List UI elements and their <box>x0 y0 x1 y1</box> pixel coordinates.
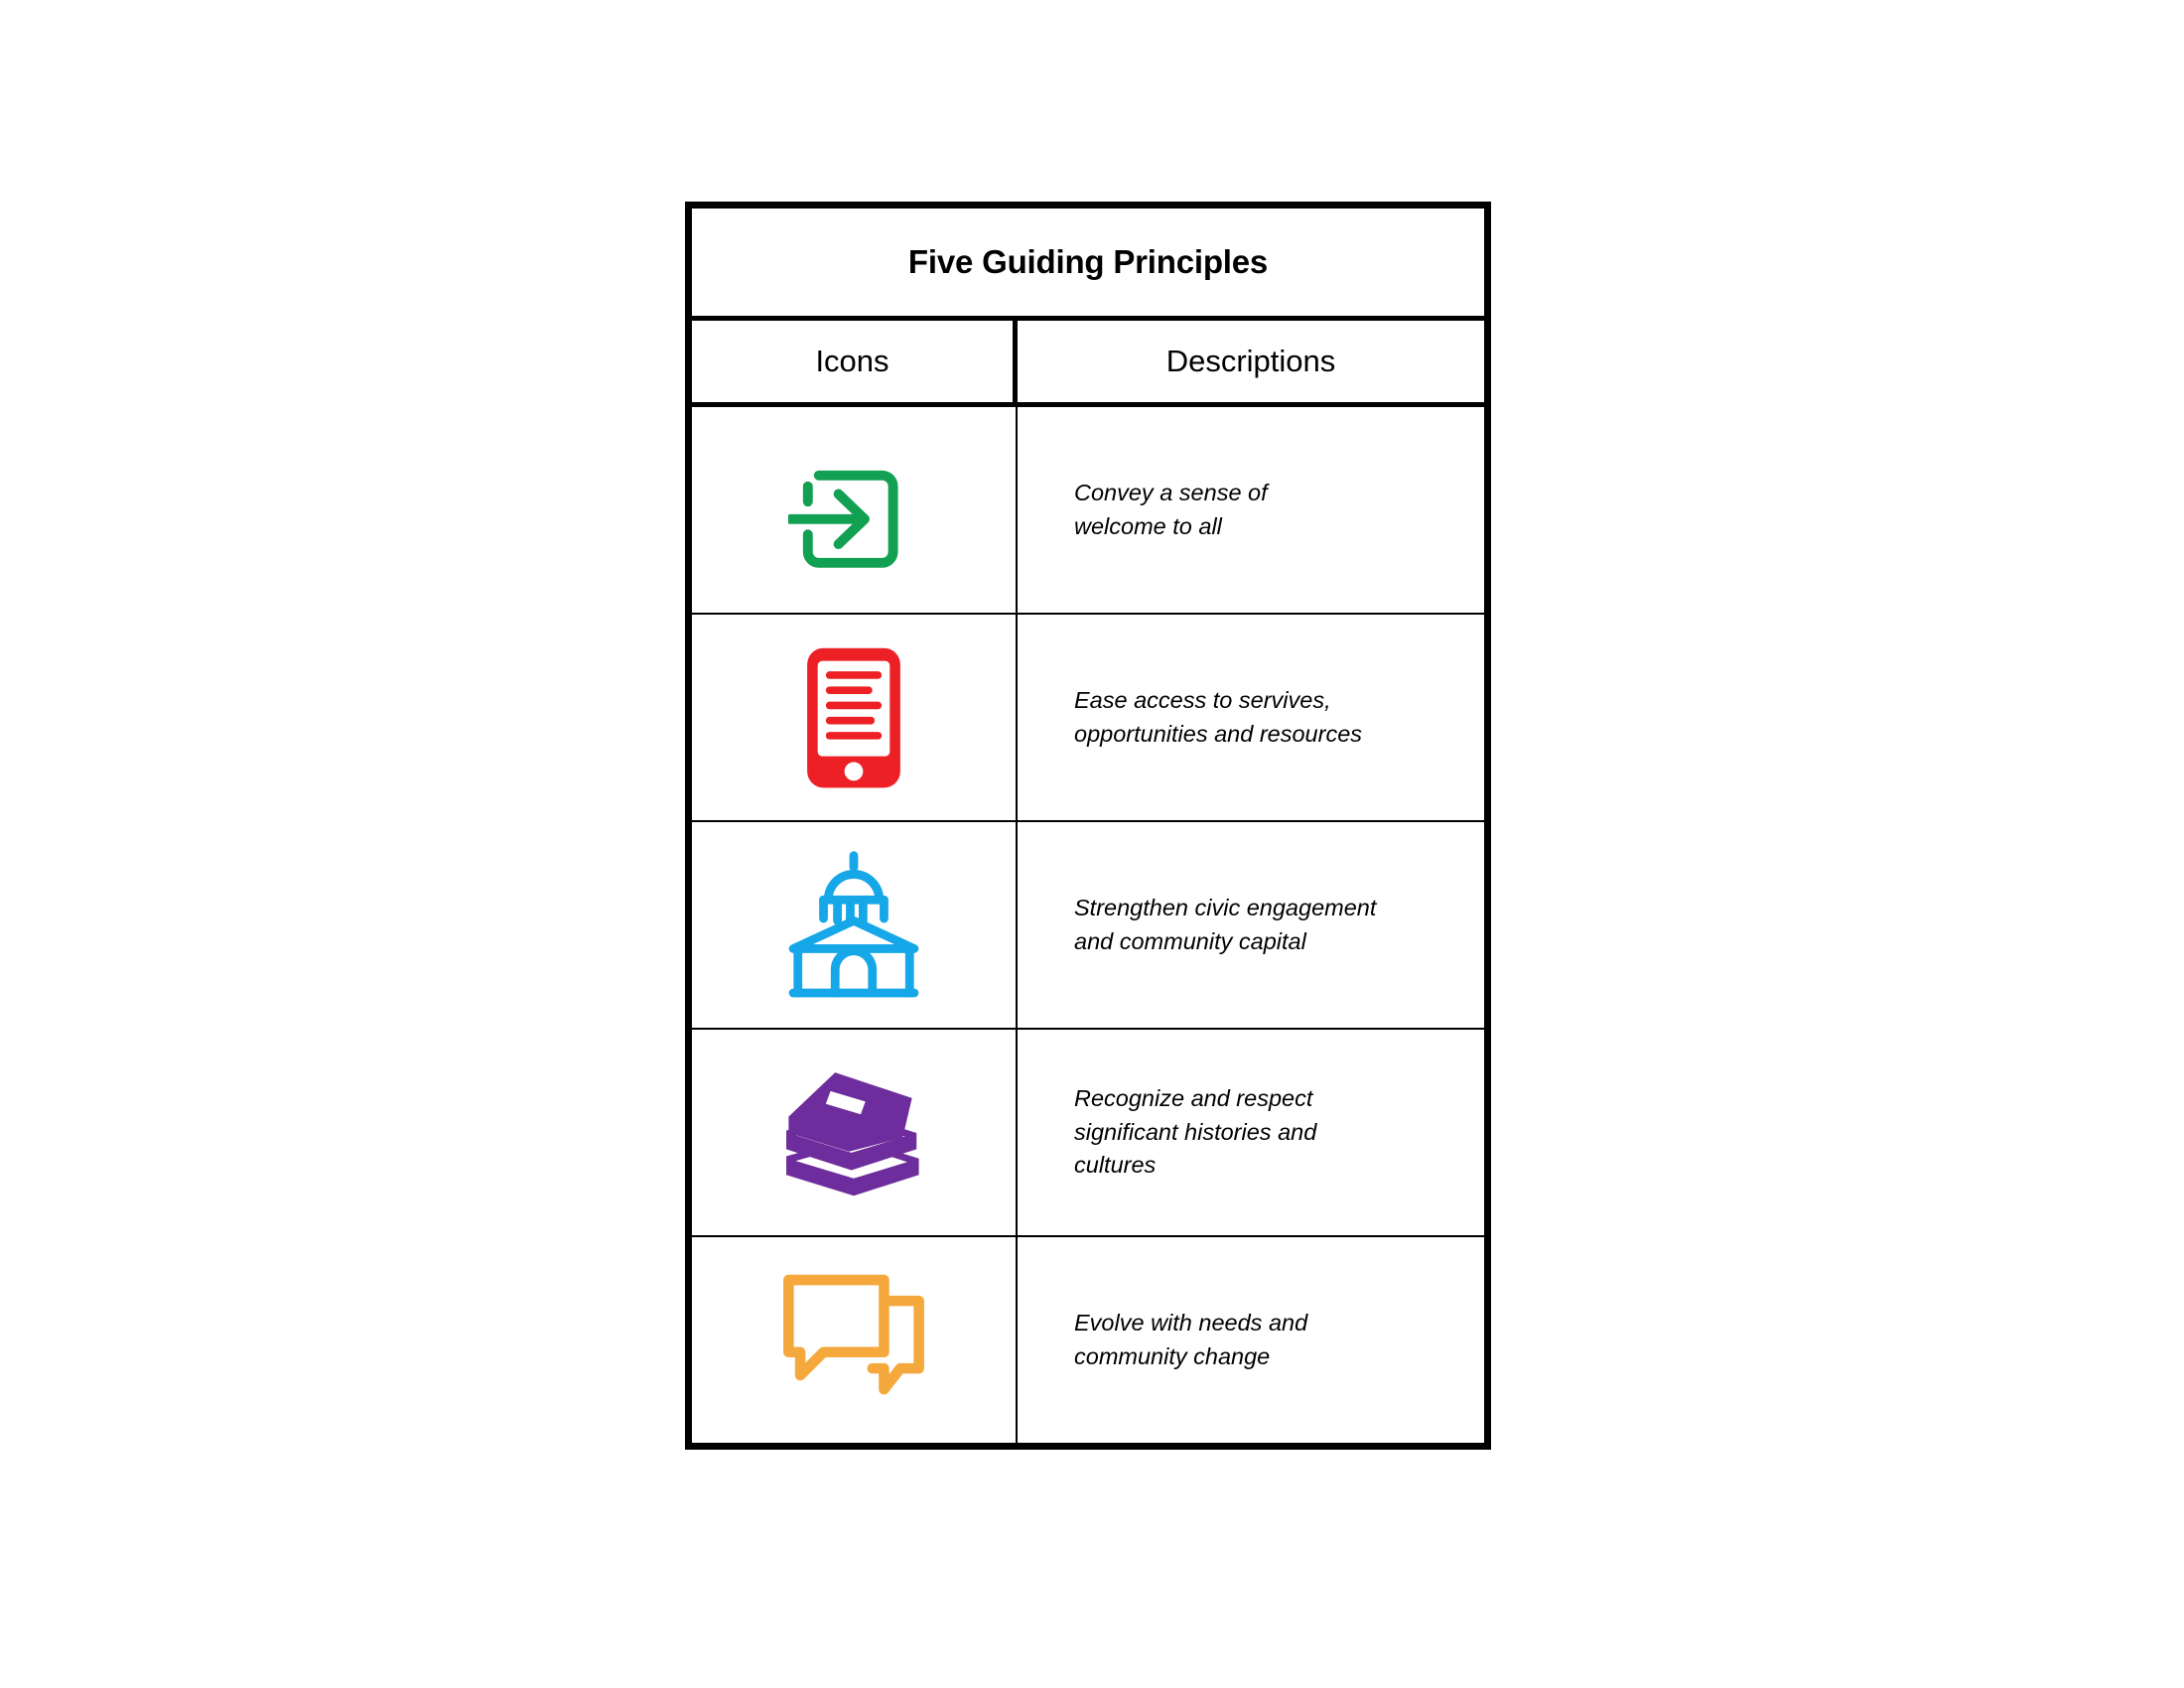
column-header-icons-label: Icons <box>815 344 889 378</box>
table-row: Convey a sense of welcome to all <box>692 407 1484 615</box>
column-header-descriptions: Descriptions <box>1018 321 1484 402</box>
table-title-row: Five Guiding Principles <box>692 209 1484 321</box>
principle-description: Recognize and respect significant histor… <box>1074 1085 1317 1179</box>
table-row: Strengthen civic engagement and communit… <box>692 822 1484 1030</box>
icon-cell <box>692 615 1018 820</box>
stacked-books-icon <box>779 1058 928 1207</box>
principle-description: Evolve with needs and community change <box>1074 1310 1308 1369</box>
icon-cell <box>692 407 1018 613</box>
icon-cell <box>692 1237 1018 1443</box>
description-cell: Evolve with needs and community change <box>1018 1237 1484 1443</box>
description-cell: Strengthen civic engagement and communit… <box>1018 822 1484 1028</box>
table-row: Recognize and respect significant histor… <box>692 1030 1484 1237</box>
enter-arrow-icon <box>779 436 928 585</box>
table-row: Ease access to servives, opportunities a… <box>692 615 1484 822</box>
principle-description: Ease access to servives, opportunities a… <box>1074 687 1363 747</box>
principle-description: Strengthen civic engagement and communit… <box>1074 895 1377 954</box>
five-guiding-principles-table: Five Guiding Principles Icons Descriptio… <box>685 202 1491 1450</box>
column-header-descriptions-label: Descriptions <box>1165 344 1336 378</box>
icon-cell <box>692 822 1018 1028</box>
speech-bubbles-icon <box>779 1266 928 1415</box>
smartphone-document-icon <box>779 643 928 792</box>
description-cell: Convey a sense of welcome to all <box>1018 407 1484 613</box>
description-cell: Recognize and respect significant histor… <box>1018 1030 1484 1235</box>
table-header-row: Icons Descriptions <box>692 321 1484 407</box>
civic-building-icon <box>779 850 928 1000</box>
table-title: Five Guiding Principles <box>907 243 1269 280</box>
description-cell: Ease access to servives, opportunities a… <box>1018 615 1484 820</box>
principle-description: Convey a sense of welcome to all <box>1074 480 1268 539</box>
icon-cell <box>692 1030 1018 1235</box>
table-row: Evolve with needs and community change <box>692 1237 1484 1443</box>
column-header-icons: Icons <box>692 321 1018 402</box>
table-body: Convey a sense of welcome to all <box>692 407 1484 1443</box>
